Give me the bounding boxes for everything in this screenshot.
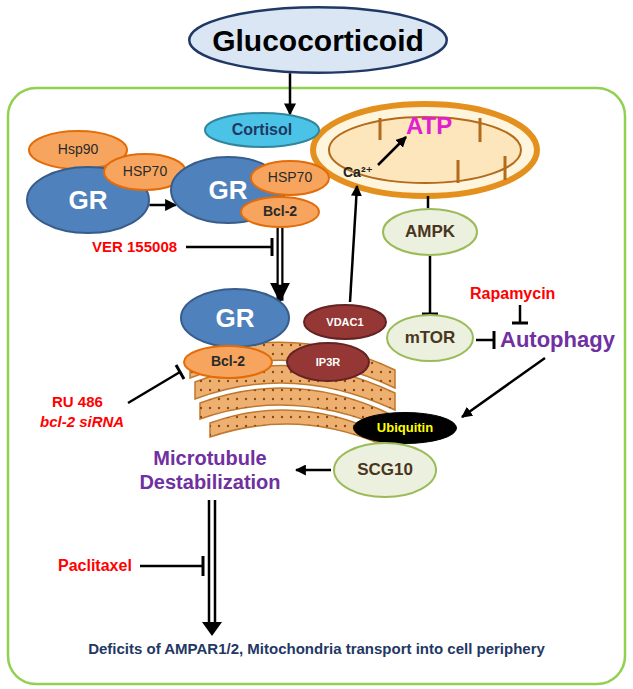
node-label: GR — [216, 304, 255, 333]
pathway-connector — [289, 73, 292, 114]
pathway-node: Ubiquitin — [353, 412, 457, 444]
node-label: Hsp90 — [58, 142, 98, 157]
mtor-autophagy-inhibition — [476, 331, 494, 349]
deficit-double-arrow — [202, 500, 222, 636]
pathway-node: GR — [180, 288, 290, 348]
pathway-node: Bcl-2 — [183, 345, 273, 379]
autophagy-ubiquitin-arrow — [462, 358, 545, 417]
mito-ampk-link — [427, 196, 430, 208]
ru486-inhibition — [128, 365, 184, 403]
node-label: Bcl-2 — [263, 204, 297, 219]
calcium-atp-arrow — [378, 137, 406, 165]
pathway-connector — [429, 256, 432, 314]
node-label: mTOR — [405, 329, 456, 348]
pathway-node: Cortisol — [204, 112, 320, 148]
pathway-node: AMPK — [382, 208, 478, 256]
rapamycin-inhibition — [512, 305, 528, 323]
pathway-node: SCG10 — [333, 442, 437, 498]
pathway-label: Ca²⁺ — [343, 164, 373, 181]
connector-core — [279, 228, 282, 285]
pathway-connector — [277, 228, 284, 301]
node-label: Cortisol — [232, 121, 292, 139]
node-label: Glucocorticoid — [212, 24, 424, 57]
node-label: GR — [69, 186, 108, 215]
pathway-label: RU 486 — [52, 393, 103, 411]
node-label: Ubiquitin — [377, 421, 433, 435]
cell-outline — [8, 88, 625, 684]
pathway-label: Paclitaxel — [58, 556, 132, 575]
paclitaxel-inhibition — [140, 556, 203, 576]
edge-group — [149, 205, 176, 206]
pathway-node: Bcl-2 — [240, 196, 320, 228]
pathway-label: Microtubule Destabilization — [130, 446, 290, 494]
pathway-node: Glucocorticoid — [188, 6, 448, 74]
pathway-node: mTOR — [386, 314, 474, 362]
pathway-label: Deficits of AMPAR1/2, Mitochondria trans… — [0, 640, 633, 658]
node-label: GR — [209, 176, 248, 205]
pathway-label: bcl-2 siRNA — [40, 413, 124, 431]
calcium-flux-arrow — [350, 186, 357, 302]
edge-group — [280, 228, 281, 301]
node-label: HSP70 — [123, 164, 167, 179]
node-label: VDAC1 — [326, 316, 363, 328]
edge-group — [430, 256, 431, 314]
node-label: AMPK — [405, 223, 455, 242]
scg10-microtubule-arrow — [296, 469, 331, 472]
pathway-connector — [149, 204, 176, 207]
edge-group — [290, 73, 291, 114]
ver-inhibition — [186, 238, 272, 256]
pathway-label: Autophagy — [500, 327, 615, 353]
node-label: SCG10 — [357, 461, 413, 480]
mitochondrion — [313, 104, 537, 196]
node-label: HSP70 — [268, 170, 312, 185]
pathway-label: VER 155008 — [92, 238, 177, 256]
pathway-node: IP3R — [286, 342, 370, 382]
pathway-label: ATP — [406, 112, 452, 141]
pathway-node: HSP70 — [250, 160, 330, 196]
node-label: IP3R — [316, 356, 340, 368]
pathway-node: VDAC1 — [303, 304, 387, 340]
node-label: Bcl-2 — [211, 354, 245, 369]
pathway-label: Rapamycin — [470, 284, 555, 303]
